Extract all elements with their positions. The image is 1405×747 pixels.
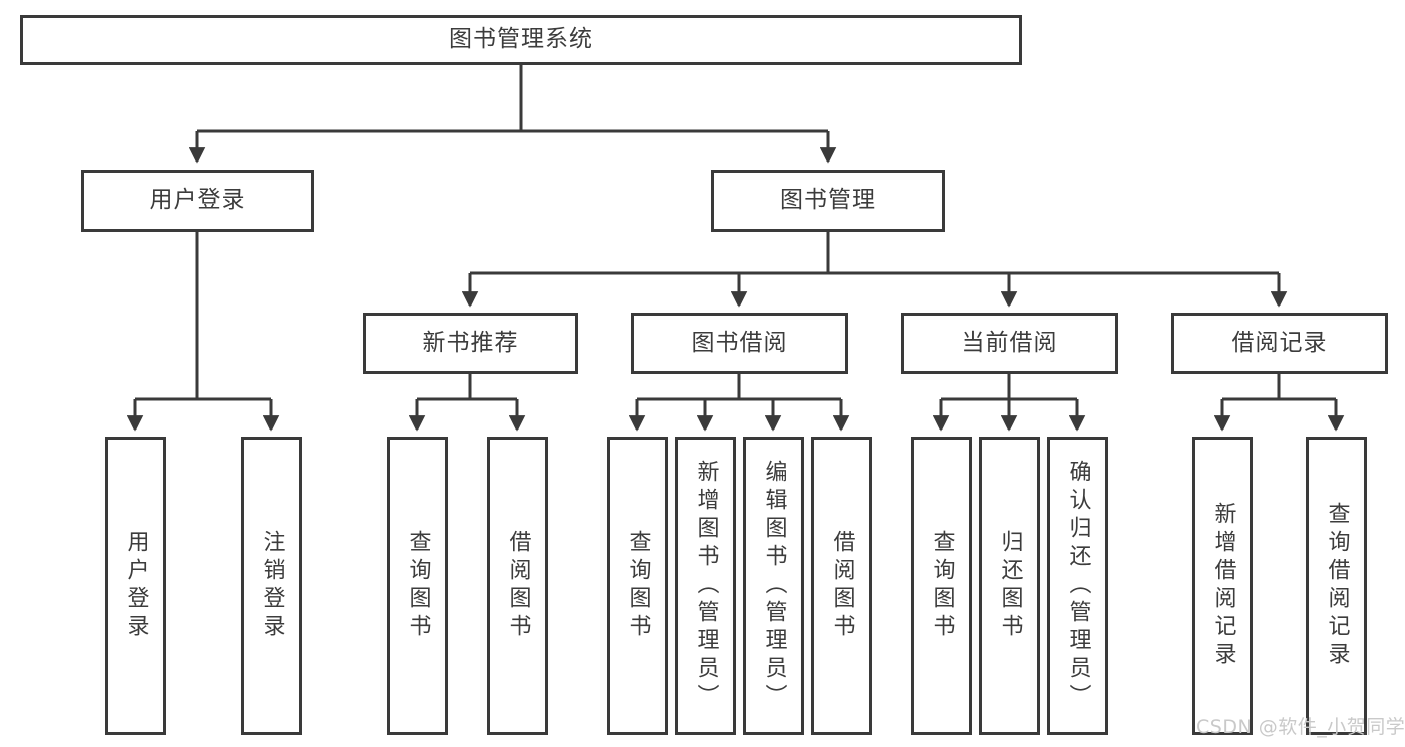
node-book-management[interactable]: 图书管理 bbox=[711, 170, 945, 232]
leaf-borrow-record-query[interactable]: 查询借阅记录 bbox=[1306, 437, 1367, 735]
watermark: CSDN @软件_小贺同学 bbox=[1196, 716, 1405, 738]
node-user-login[interactable]: 用户登录 bbox=[81, 170, 314, 232]
leaf-current-borrow-query[interactable]: 查询图书 bbox=[911, 437, 972, 735]
node-current-borrow[interactable]: 当前借阅 bbox=[901, 313, 1118, 374]
leaf-label: 借阅图书 bbox=[829, 530, 855, 642]
node-borrow-record[interactable]: 借阅记录 bbox=[1171, 313, 1388, 374]
leaf-label: 查询图书 bbox=[625, 530, 651, 642]
leaf-label: 新增图书（管理员） bbox=[693, 460, 719, 712]
leaf-label: 查询图书 bbox=[405, 530, 431, 642]
leaf-label: 编辑图书（管理员） bbox=[761, 460, 787, 712]
leaf-current-borrow-return[interactable]: 归还图书 bbox=[979, 437, 1040, 735]
leaf-book-borrow-lend[interactable]: 借阅图书 bbox=[811, 437, 872, 735]
leaf-label: 确认归还（管理员） bbox=[1065, 460, 1091, 712]
node-new-book-recommend[interactable]: 新书推荐 bbox=[363, 313, 578, 374]
leaf-current-borrow-confirm[interactable]: 确认归还（管理员） bbox=[1047, 437, 1108, 735]
leaf-new-book-borrow[interactable]: 借阅图书 bbox=[487, 437, 548, 735]
leaf-user-login-logout[interactable]: 注销登录 bbox=[241, 437, 302, 735]
leaf-user-login-login[interactable]: 用户登录 bbox=[105, 437, 166, 735]
leaf-label: 用户登录 bbox=[123, 530, 149, 642]
leaf-label: 查询借阅记录 bbox=[1324, 502, 1350, 670]
node-book-borrow[interactable]: 图书借阅 bbox=[631, 313, 848, 374]
leaf-book-borrow-query[interactable]: 查询图书 bbox=[607, 437, 668, 735]
leaf-label: 查询图书 bbox=[929, 530, 955, 642]
leaf-label: 新增借阅记录 bbox=[1210, 502, 1236, 670]
leaf-book-borrow-add[interactable]: 新增图书（管理员） bbox=[675, 437, 736, 735]
leaf-label: 借阅图书 bbox=[505, 530, 531, 642]
leaf-borrow-record-add[interactable]: 新增借阅记录 bbox=[1192, 437, 1253, 735]
leaf-label: 注销登录 bbox=[259, 530, 285, 642]
leaf-label: 归还图书 bbox=[997, 530, 1023, 642]
leaf-new-book-query[interactable]: 查询图书 bbox=[387, 437, 448, 735]
leaf-book-borrow-edit[interactable]: 编辑图书（管理员） bbox=[743, 437, 804, 735]
node-root-system[interactable]: 图书管理系统 bbox=[20, 15, 1022, 65]
